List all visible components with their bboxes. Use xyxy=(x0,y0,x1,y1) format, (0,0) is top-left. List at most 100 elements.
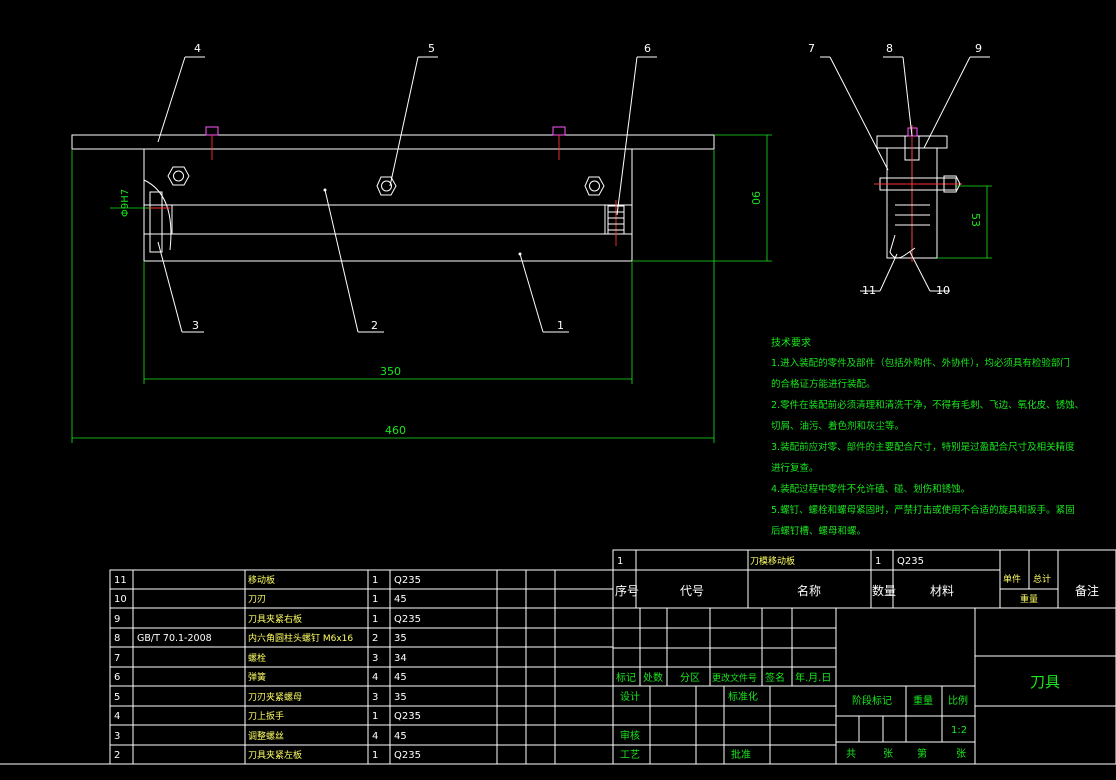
svg-text:4: 4 xyxy=(114,711,120,722)
svg-text:弹簧: 弹簧 xyxy=(248,671,266,683)
tech-requirements: 技术要求 1.进入装配的零件及部件（包括外购件、外协件），均必须具有检验部门 的… xyxy=(771,336,1084,537)
tb-header: 材料 xyxy=(930,584,954,598)
drawing-name: 刀具 xyxy=(1030,673,1060,691)
adjust-arc xyxy=(143,179,172,251)
tb-header: 序号 xyxy=(615,583,639,598)
svg-text:1: 1 xyxy=(372,614,378,625)
tech-line: 的合格证方能进行装配。 xyxy=(771,378,876,390)
svg-text:4: 4 xyxy=(372,672,378,683)
side-view xyxy=(874,125,962,262)
tb-rev: 更改文件号 xyxy=(712,672,757,684)
svg-text:5: 5 xyxy=(114,692,120,703)
svg-text:移动板: 移动板 xyxy=(248,574,275,586)
bom-row: 3 调整螺丝 4 45 xyxy=(114,730,407,742)
hex-nut xyxy=(584,176,605,196)
top-plate xyxy=(71,134,715,150)
dim-diameter: Φ9H7 xyxy=(120,189,131,217)
tb-cell: 1 xyxy=(875,556,881,567)
svg-text:35: 35 xyxy=(394,692,407,703)
svg-text:螺栓: 螺栓 xyxy=(248,652,266,664)
tech-line: 5.螺钉、螺栓和螺母紧固时，严禁打击或使用不合适的旋具和扳手。紧固 xyxy=(771,504,1075,516)
tb-scale: 比例 xyxy=(948,694,968,707)
adjust-screw xyxy=(149,191,163,253)
svg-text:1: 1 xyxy=(372,575,378,586)
svg-text:4: 4 xyxy=(372,731,378,742)
tb-header: 代号 xyxy=(680,584,704,598)
tb-rev: 标记 xyxy=(616,672,636,684)
leader-label: 7 xyxy=(808,42,815,55)
tech-line: 后螺钉槽、螺母和螺。 xyxy=(771,525,866,537)
dim-460: 460 xyxy=(385,424,406,437)
svg-text:刀上扳手: 刀上扳手 xyxy=(248,710,284,722)
dim-53: 53 xyxy=(969,213,982,227)
bom-row: 8 GB/T 70.1-2008 内六角圆柱头螺钉 M6x16 2 35 xyxy=(114,632,407,644)
tech-line: 4.装配过程中零件不允许磕、碰、划伤和锈蚀。 xyxy=(771,483,970,495)
tb-sheet: 第 xyxy=(917,747,927,760)
bom-row: 10 刀刃 1 45 xyxy=(114,594,407,605)
tb-stage: 阶段标记 xyxy=(852,694,892,707)
tb-cell: Q235 xyxy=(897,556,924,567)
svg-text:45: 45 xyxy=(394,594,407,605)
svg-text:Q235: Q235 xyxy=(394,750,421,761)
svg-text:3: 3 xyxy=(372,692,378,703)
svg-text:6: 6 xyxy=(114,672,120,683)
side-screw-head xyxy=(907,127,918,137)
svg-text:1: 1 xyxy=(372,594,378,605)
svg-text:Q235: Q235 xyxy=(394,614,421,625)
svg-text:1: 1 xyxy=(372,750,378,761)
tb-std: 标准化 xyxy=(728,690,758,703)
tb-header: 单件 xyxy=(1003,573,1021,585)
svg-text:34: 34 xyxy=(394,653,407,664)
svg-text:Q235: Q235 xyxy=(394,711,421,722)
bom-row: 9 刀具夹紧右板 1 Q235 xyxy=(114,613,421,625)
tb-header: 总计 xyxy=(1033,573,1051,585)
bom-row: 5 刀刃夹紧螺母 3 35 xyxy=(114,691,407,703)
svg-text:45: 45 xyxy=(394,672,407,683)
svg-text:2: 2 xyxy=(114,750,120,761)
leader-label: 1 xyxy=(557,319,564,332)
leader-label: 2 xyxy=(371,319,378,332)
front-view xyxy=(71,126,715,262)
leader-label: 4 xyxy=(194,42,201,55)
svg-text:调整螺丝: 调整螺丝 xyxy=(248,730,284,742)
bom-row: 7 螺栓 3 34 xyxy=(114,652,407,664)
svg-text:10: 10 xyxy=(114,594,127,605)
svg-text:1: 1 xyxy=(372,711,378,722)
tb-rev: 年.月.日 xyxy=(795,671,831,684)
svg-text:11: 11 xyxy=(114,575,127,586)
tech-line: 切屑、油污、着色剂和灰尘等。 xyxy=(771,420,904,432)
svg-text:9: 9 xyxy=(114,614,120,625)
tb-rev: 签名 xyxy=(765,671,785,684)
tb-header: 备注 xyxy=(1075,583,1099,598)
leader-label: 6 xyxy=(644,42,651,55)
leader-label: 5 xyxy=(428,42,435,55)
svg-text:3: 3 xyxy=(114,731,120,742)
svg-text:3: 3 xyxy=(372,653,378,664)
tb-design: 设计 xyxy=(620,690,640,703)
svg-text:刀具夹紧右板: 刀具夹紧右板 xyxy=(248,613,302,625)
tb-cell: 1 xyxy=(617,556,623,567)
tb-process: 工艺 xyxy=(620,749,640,761)
tech-line: 1.进入装配的零件及部件（包括外购件、外协件），均必须具有检验部门 xyxy=(771,357,1070,369)
tb-header: 重量 xyxy=(1020,593,1038,605)
tb-header: 数量 xyxy=(872,583,896,598)
tech-line: 2.零件在装配前必须清理和清洗干净，不得有毛刺、飞边、氧化皮、锈蚀、 xyxy=(771,399,1084,411)
leader-label: 3 xyxy=(192,319,199,332)
tb-rev: 分区 xyxy=(680,672,700,684)
svg-text:刀刃: 刀刃 xyxy=(248,595,266,605)
tb-scale-value: 1:2 xyxy=(951,725,967,736)
leader-label: 11 xyxy=(862,284,876,297)
tb-header: 名称 xyxy=(797,583,821,598)
tech-title: 技术要求 xyxy=(771,336,811,349)
front-leaders xyxy=(157,56,657,333)
tb-weight: 重量 xyxy=(913,694,933,707)
hex-nut xyxy=(167,166,190,186)
leader-label: 10 xyxy=(936,284,950,297)
svg-text:8: 8 xyxy=(114,633,120,644)
bom-row: 2 刀具夹紧左板 1 Q235 xyxy=(114,749,421,761)
bom-table xyxy=(109,569,614,765)
hex-nut xyxy=(376,176,397,196)
leader-label: 8 xyxy=(886,42,893,55)
svg-text:35: 35 xyxy=(394,633,407,644)
